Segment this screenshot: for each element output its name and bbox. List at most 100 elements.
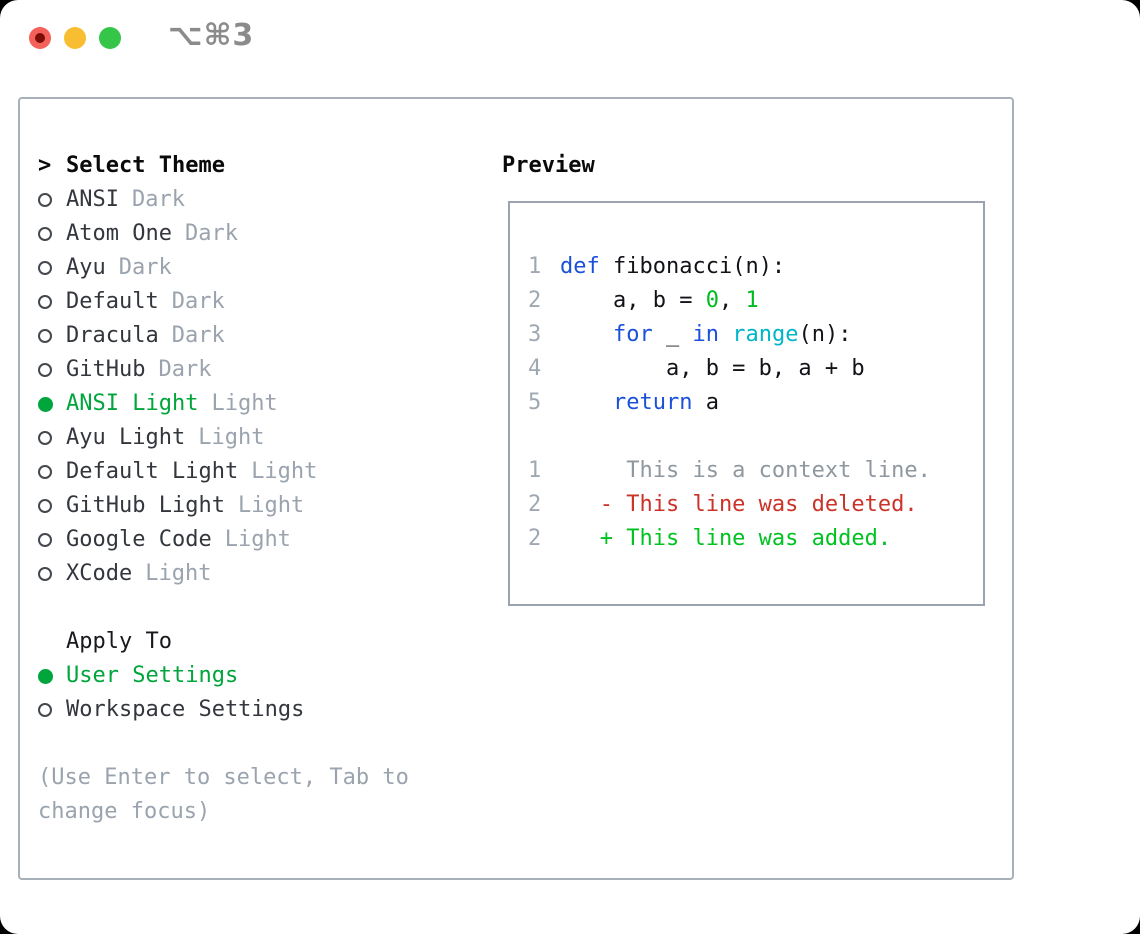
radio-icon [38,329,52,343]
spacer-row [38,727,472,761]
radio-icon [38,533,52,547]
token-plain: (n): [798,322,852,347]
theme-option[interactable]: Ayu Light Light [38,421,472,455]
theme-variant: Dark [171,323,225,348]
token-builtin: range [732,322,799,347]
radio-icon [38,431,52,445]
code-line: 5 return a [528,386,983,420]
theme-option[interactable]: XCode Light [38,557,472,591]
theme-option[interactable]: Default Light Light [38,455,472,489]
token-plain [719,322,732,347]
line-number: 3 [528,322,542,347]
close-button[interactable] [29,27,51,49]
line-number: 2 [528,288,542,313]
theme-name: Ayu [66,255,106,280]
token-plain [560,390,613,415]
code-line [528,420,983,454]
spacer-row [38,591,472,625]
theme-variant: Light [198,425,265,450]
theme-name: GitHub [66,357,146,382]
token-deleted: - This line was deleted. [560,492,918,517]
code-text: def fibonacci(n): [560,254,785,279]
theme-name: Default Light [66,459,239,484]
theme-name: Ayu Light [66,425,186,450]
window-titlebar: ⌥⌘3 [0,0,1140,70]
line-number: 2 [528,526,542,551]
code-line: 2 a, b = 0, 1 [528,284,983,318]
theme-variant: Dark [118,255,172,280]
code-line: 4 a, b = b, a + b [528,352,983,386]
apply-option[interactable]: Workspace Settings [38,693,472,727]
theme-variant: Light [237,493,305,518]
theme-name: Default [66,289,159,314]
token-keyword: for [612,322,653,347]
radio-icon [38,567,52,581]
theme-option[interactable]: Google Code Light [38,523,472,557]
code-text: for _ in range(n): [560,322,851,347]
maximize-button[interactable] [99,27,121,49]
line-number: 5 [528,390,542,415]
code-line: 2 + This line was added. [528,522,983,556]
theme-name: ANSI [66,187,119,212]
theme-variant: Dark [171,289,225,314]
theme-option[interactable]: Default Dark [38,285,472,319]
apply-option-label: User Settings [66,663,239,688]
theme-variant: Light [224,527,291,552]
radio-marker [38,227,66,241]
radio-marker [38,668,66,684]
theme-variant: Dark [131,187,185,212]
code-line: 1 def fibonacci(n): [528,250,983,284]
code-text: a, b = b, a + b [560,356,865,381]
code-text: + This line was added. [560,526,891,551]
apply-option[interactable]: User Settings [38,659,472,693]
apply-option-label: Workspace Settings [66,697,305,722]
code-text: a, b = 0, 1 [560,288,759,313]
code-line: 2 - This line was deleted. [528,488,983,522]
code-text: return a [560,390,719,415]
radio-icon [38,363,52,377]
radio-marker [38,363,66,377]
token-keyword: in [692,322,719,347]
selector-title: Select Theme [66,153,225,178]
token-number: 1 [745,288,759,313]
token-keyword: return [612,390,693,415]
theme-variant: Light [251,459,318,484]
token-added: + This line was added. [560,526,892,551]
line-number: 2 [528,492,542,517]
preview-title: Preview [502,153,595,178]
token-context: This is a context line. [560,458,931,483]
theme-name: Google Code [66,527,212,552]
radio-icon [38,703,52,717]
theme-name: Atom One [66,221,172,246]
minimize-button[interactable] [64,27,86,49]
token-plain: a, b = b, a + b [560,356,865,381]
radio-marker [38,329,66,343]
apply-to-header-row: Apply To [38,625,472,659]
radio-marker [38,431,66,445]
theme-variant: Light [145,561,212,586]
close-button-dot-icon [35,33,45,43]
theme-option[interactable]: Ayu Dark [38,251,472,285]
theme-variant: Light [211,391,278,416]
radio-marker [38,396,66,412]
theme-option[interactable]: ANSI Dark [38,183,472,217]
radio-selected-icon [38,668,53,684]
theme-name: XCode [66,561,133,586]
selector-header-row: > Select Theme [38,149,472,183]
radio-icon [38,193,52,207]
radio-icon [38,227,52,241]
radio-selected-icon [38,396,53,412]
line-number: 1 [528,254,542,279]
token-plain: a [692,390,719,415]
radio-marker [38,261,66,275]
token-plain: a, b = [560,288,706,313]
radio-marker [38,465,66,479]
